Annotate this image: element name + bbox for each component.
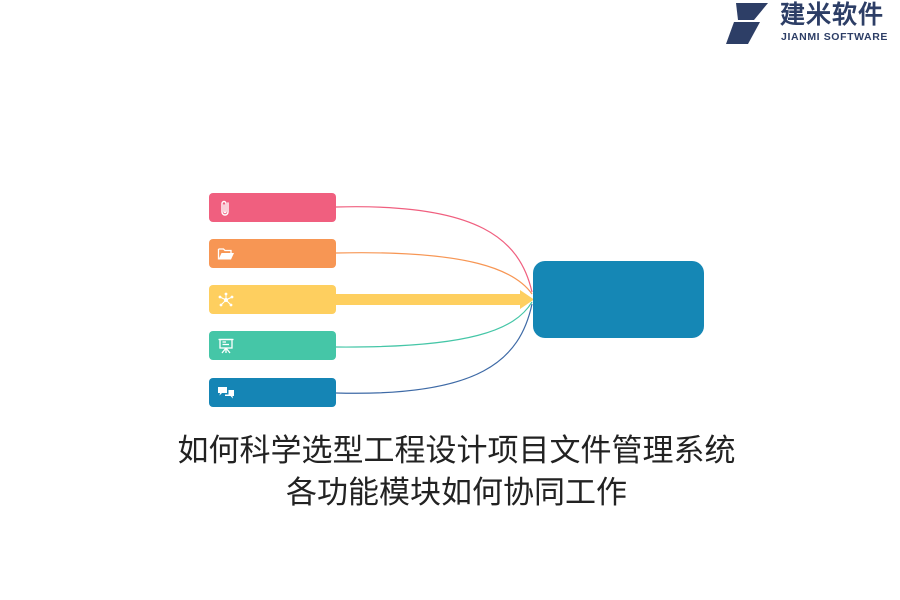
brand-logo: 建米软件 JIANMI SOFTWARE bbox=[724, 0, 900, 48]
node-chat bbox=[209, 378, 336, 407]
hub-node bbox=[533, 261, 704, 338]
folder-open-icon bbox=[217, 247, 234, 259]
connector-attachment bbox=[335, 206, 533, 293]
node-attachment bbox=[209, 193, 336, 222]
chat-bubbles-icon bbox=[218, 386, 234, 398]
connector-share-arrowhead bbox=[520, 290, 534, 309]
connector-folder bbox=[335, 252, 533, 295]
connector-share-band bbox=[336, 294, 522, 305]
diagram-caption: 如何科学选型工程设计项目文件管理系统 各功能模块如何协同工作 bbox=[0, 430, 900, 514]
connector-chat bbox=[335, 303, 533, 394]
logo-mark-icon bbox=[726, 3, 768, 44]
node-presentation bbox=[209, 331, 336, 360]
node-folder bbox=[209, 239, 336, 268]
connector-presentation bbox=[335, 301, 533, 348]
share-network-icon bbox=[218, 292, 234, 306]
logo-name-chinese: 建米软件 bbox=[780, 0, 885, 29]
presentation-board-icon bbox=[218, 338, 234, 353]
paperclip-icon bbox=[221, 200, 229, 216]
caption-line-1: 如何科学选型工程设计项目文件管理系统 bbox=[177, 433, 736, 469]
node-share bbox=[209, 285, 336, 314]
logo-name-english: JIANMI SOFTWARE bbox=[781, 31, 889, 43]
caption-line-2: 各功能模块如何协同工作 bbox=[286, 475, 627, 511]
